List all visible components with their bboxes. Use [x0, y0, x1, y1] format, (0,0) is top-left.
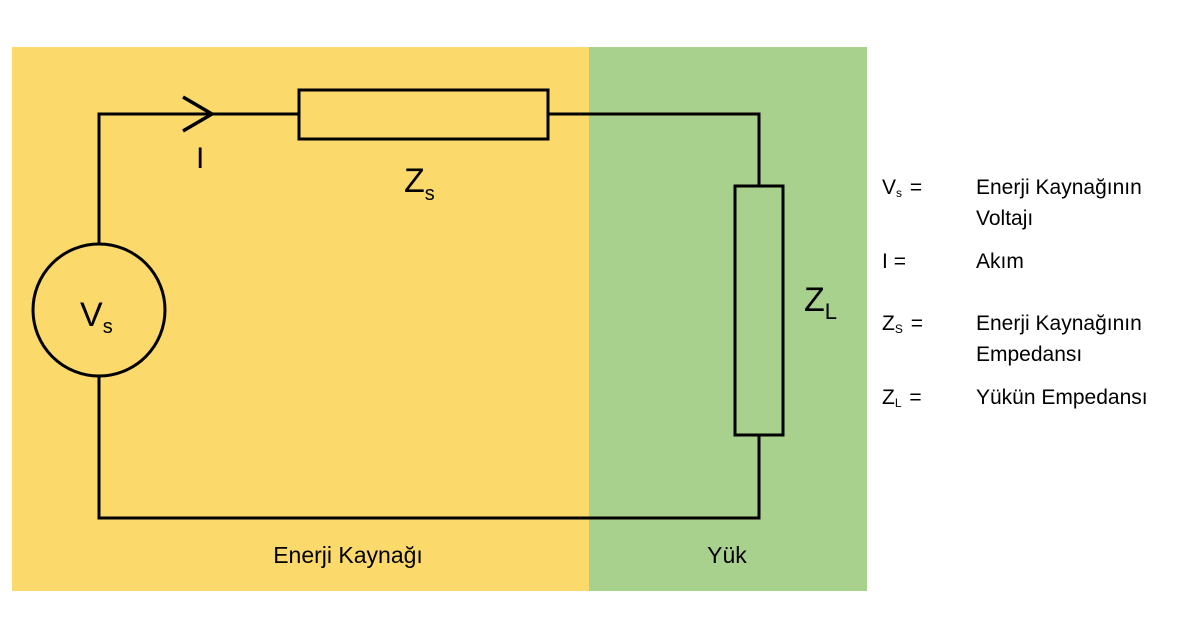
legend-equals: =: [910, 312, 923, 335]
legend: Vs = Enerji Kaynağının Voltajı I = Akım …: [882, 172, 1200, 432]
load-region-label: Yük: [707, 542, 747, 568]
source-region-label: Enerji Kaynağı: [273, 542, 423, 568]
source-impedance-symbol-text: Z: [404, 162, 425, 200]
top-left-wire: [97, 112, 299, 244]
legend-symbol: ZL =: [882, 382, 972, 419]
circuit-diagram: Vs I Zs ZL Enerji Kaynağı Yük: [12, 47, 867, 591]
legend-symbol-subscript: s: [896, 186, 903, 200]
legend-description-line: Empedansı: [976, 343, 1083, 366]
legend-description: Enerji Kaynağının Empedansı: [976, 308, 1200, 370]
legend-symbol-main: V: [882, 176, 897, 199]
current-label: I: [196, 142, 204, 175]
load-impedance-label: ZL: [804, 281, 837, 324]
legend-description: Enerji Kaynağının Voltajı: [976, 172, 1200, 234]
legend-symbol-main: Z: [882, 312, 895, 335]
legend-description: Akım: [976, 246, 1200, 277]
source-impedance-subscript: s: [425, 183, 435, 205]
legend-equals: =: [893, 250, 906, 273]
load-impedance-subscript: L: [825, 299, 837, 324]
load-impedance-resistor: [733, 184, 785, 437]
legend-symbol-subscript: L: [894, 396, 902, 410]
legend-symbol-main: I: [882, 250, 888, 273]
voltage-source-subscript: s: [103, 316, 113, 338]
top-right-wire: [548, 112, 761, 186]
legend-symbol: ZS =: [882, 308, 972, 345]
legend-symbol: Vs =: [882, 172, 972, 209]
legend-symbol-subscript: S: [894, 322, 903, 336]
legend-description-line: Enerji Kaynağının: [976, 176, 1142, 199]
circuit-wires: [97, 112, 761, 520]
legend-description-line: Yükün Empedansı: [976, 386, 1148, 409]
voltage-source-label: Vs: [80, 296, 113, 338]
legend-symbol-main: Z: [882, 386, 895, 409]
legend-description-line: Akım: [976, 250, 1024, 273]
current-arrow-icon: [182, 95, 216, 133]
legend-equals: =: [909, 176, 923, 199]
source-impedance-label: Zs: [404, 162, 435, 205]
load-region: [589, 47, 867, 591]
load-impedance-symbol-text: Z: [804, 281, 825, 319]
source-impedance-resistor: [297, 88, 550, 141]
legend-description-line: Voltajı: [976, 207, 1034, 230]
voltage-source-symbol-text: V: [80, 296, 103, 334]
legend-item-current: I = Akım: [882, 246, 1200, 296]
legend-description: Yükün Empedansı: [976, 382, 1200, 413]
voltage-source-symbol: [31, 242, 167, 378]
bottom-wire: [97, 376, 761, 520]
legend-item-source-impedance: ZS = Enerji Kaynağının Empedansı: [882, 308, 1200, 370]
legend-item-voltage: Vs = Enerji Kaynağının Voltajı: [882, 172, 1200, 234]
legend-description-line: Enerji Kaynağının: [976, 312, 1142, 335]
legend-equals: =: [909, 386, 922, 409]
legend-item-load-impedance: ZL = Yükün Empedansı: [882, 382, 1200, 432]
legend-symbol: I =: [882, 246, 972, 277]
